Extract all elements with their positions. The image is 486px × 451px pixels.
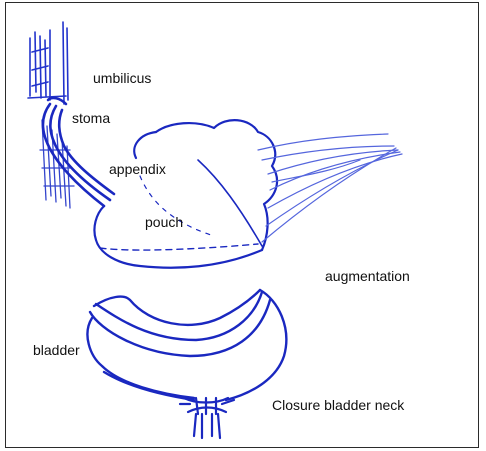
label-closure-bladder-neck: Closure bladder neck: [272, 397, 404, 413]
bladder-outline: [87, 290, 286, 400]
abdominal-wall: [28, 22, 68, 104]
pouch-outline: [94, 120, 277, 268]
label-umbilicus: umbilicus: [93, 70, 151, 86]
label-augmentation: augmentation: [325, 268, 410, 284]
label-bladder: bladder: [33, 342, 80, 358]
bladder-neck-closure: [180, 398, 234, 438]
label-stoma: stoma: [72, 110, 110, 126]
label-appendix: appendix: [109, 161, 166, 177]
augmentation-fan: [258, 134, 402, 242]
label-pouch: pouch: [145, 214, 183, 230]
